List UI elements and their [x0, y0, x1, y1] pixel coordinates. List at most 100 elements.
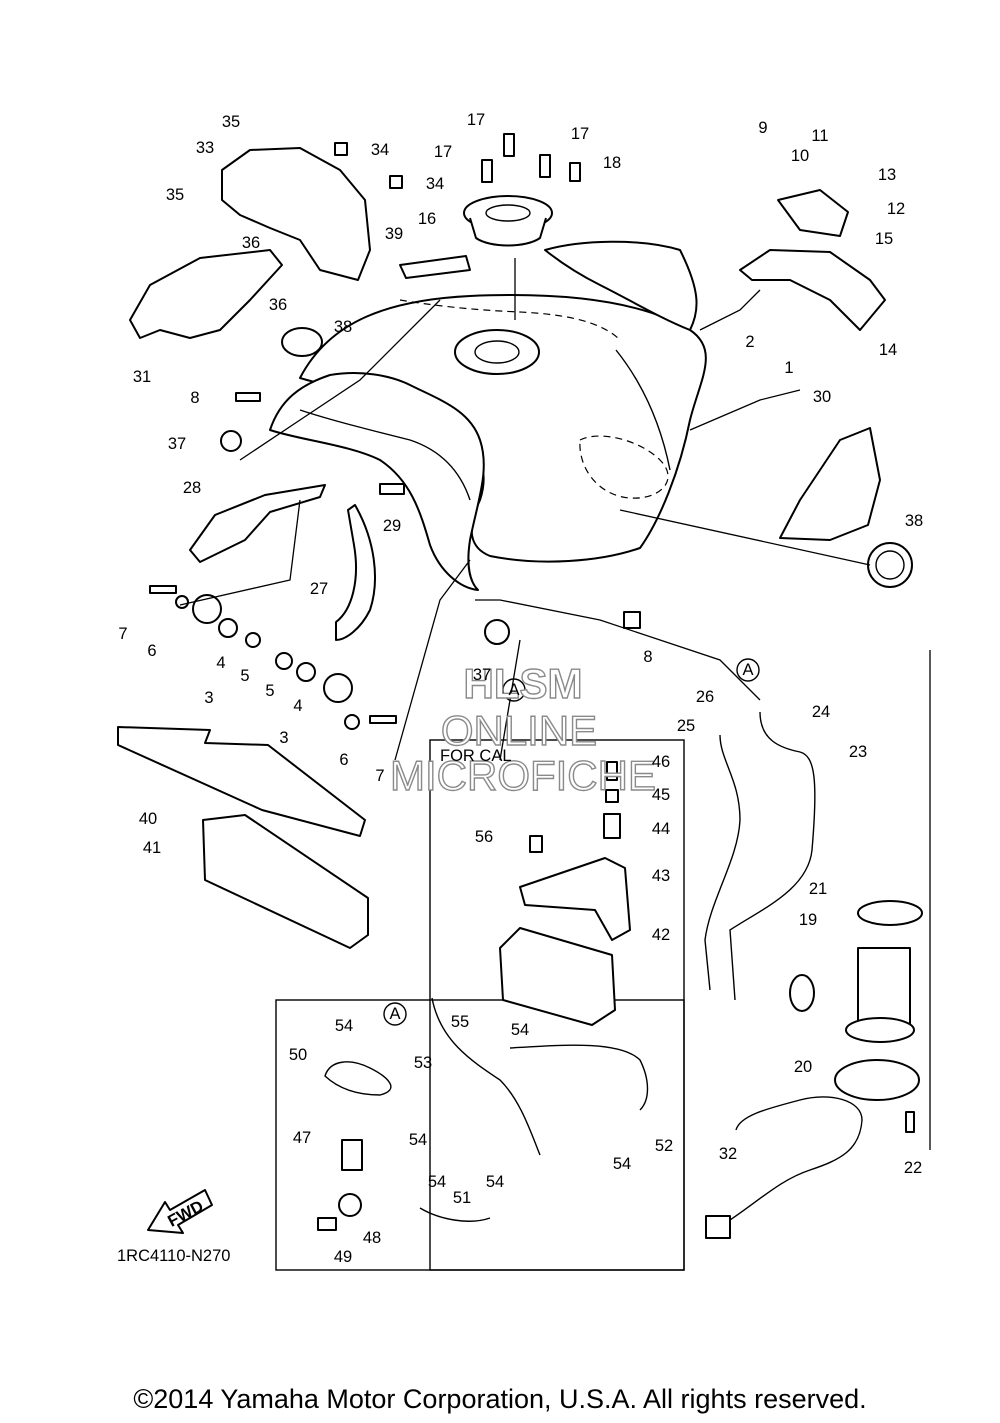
bolt-part	[235, 392, 261, 402]
watermark-line2: ONLINE	[441, 707, 597, 754]
for-cal-inset-frame-lower	[275, 999, 685, 1271]
damper-part	[334, 142, 348, 156]
part-label-17b: 17	[571, 125, 589, 143]
connector-part	[705, 1215, 731, 1239]
watermark: HLSM ONLINE MICROFICHE	[389, 659, 656, 799]
part-label-54d: 54	[613, 1155, 631, 1173]
part-label-40: 40	[139, 810, 157, 828]
part-label-32: 32	[719, 1145, 737, 1163]
leader-lines	[179, 258, 931, 1150]
part-label-29: 29	[383, 517, 401, 535]
diagram-drawing	[117, 133, 931, 1271]
part-label-17a: 17	[467, 111, 485, 129]
part-label-6a: 6	[147, 642, 156, 660]
part-label-5a: 5	[240, 667, 249, 685]
part-label-22: 22	[904, 1159, 922, 1177]
part-label-16: 16	[418, 210, 436, 228]
emblem-part	[281, 327, 323, 357]
hose-part	[431, 997, 541, 1156]
hose-part	[729, 1096, 863, 1221]
fuel-cap-part	[463, 195, 553, 247]
cover-part	[221, 147, 371, 281]
part-label-4a: 4	[216, 654, 225, 672]
damper-assembly-part	[149, 585, 397, 730]
fwd-arrow-icon	[147, 1189, 213, 1234]
grommet-part	[484, 619, 510, 645]
part-label-21: 21	[809, 880, 827, 898]
reference-markers: A A A	[389, 661, 753, 1023]
part-label-15: 15	[875, 230, 893, 248]
part-label-37b: 37	[473, 666, 491, 684]
part-label-23: 23	[849, 743, 867, 761]
pad-part	[202, 814, 369, 949]
part-label-4b: 4	[293, 697, 302, 715]
part-label-45: 45	[652, 786, 670, 804]
part-label-34b: 34	[426, 175, 444, 193]
for-cal-label: FOR CAL	[440, 747, 512, 765]
fuel-pump-part	[789, 900, 923, 1133]
cap-bolts-part	[481, 133, 581, 183]
grommet-part	[220, 430, 242, 452]
grommet-part	[379, 483, 405, 495]
watermark-line3: MICROFICHE	[390, 752, 656, 799]
valve-part	[341, 1139, 363, 1171]
part-label-41: 41	[143, 839, 161, 857]
part-label-18: 18	[603, 154, 621, 172]
emblem-part	[867, 542, 913, 588]
part-label-55: 55	[451, 1013, 469, 1031]
part-label-43: 43	[652, 867, 670, 885]
part-label-36b: 36	[269, 296, 287, 314]
bolt-part	[317, 1217, 337, 1231]
part-label-54c: 54	[409, 1131, 427, 1149]
part-label-10: 10	[791, 147, 809, 165]
pad-part	[117, 726, 366, 837]
part-label-36a: 36	[242, 234, 260, 252]
hose-part	[704, 734, 741, 991]
part-label-34a: 34	[371, 141, 389, 159]
part-label-38a: 38	[334, 318, 352, 336]
part-label-8a: 8	[190, 389, 199, 407]
part-label-35b: 35	[166, 186, 184, 204]
fuel-tank-part	[269, 294, 707, 591]
pad-part	[399, 255, 471, 279]
marker-label-a1: A	[742, 661, 753, 679]
part-label-56: 56	[475, 828, 493, 846]
part-label-8b: 8	[643, 648, 652, 666]
part-label-35a: 35	[222, 113, 240, 131]
part-label-44: 44	[652, 820, 670, 838]
part-label-52: 52	[655, 1137, 673, 1155]
clamp-part	[338, 1193, 362, 1217]
part-label-54f: 54	[486, 1173, 504, 1191]
bracket-part	[739, 249, 886, 331]
part-label-11: 11	[811, 127, 828, 145]
part-label-27: 27	[310, 580, 328, 598]
part-label-54a: 54	[335, 1017, 353, 1035]
part-label-9: 9	[758, 119, 767, 137]
part-label-19: 19	[799, 911, 817, 929]
part-label-3b: 3	[279, 729, 288, 747]
part-label-1: 1	[784, 359, 793, 377]
part-label-30: 30	[813, 388, 831, 406]
drawing-code: 1RC4110-N270	[117, 1247, 230, 1265]
canister-part	[499, 761, 631, 1026]
part-label-28: 28	[183, 479, 201, 497]
copyright-notice: ©2014 Yamaha Motor Corporation, U.S.A. A…	[133, 1384, 867, 1414]
marker-label-a2: A	[508, 681, 519, 699]
part-label-46: 46	[652, 753, 670, 771]
part-label-49: 49	[334, 1248, 352, 1266]
part-label-42: 42	[652, 926, 670, 944]
bolt-part	[623, 611, 641, 629]
watermark-line1: HLSM	[464, 660, 583, 707]
damper-part	[389, 175, 403, 189]
part-label-38b: 38	[905, 512, 923, 530]
hose-part	[509, 1044, 649, 1111]
part-label-51: 51	[453, 1189, 471, 1207]
part-label-6b: 6	[339, 751, 348, 769]
part-label-37a: 37	[168, 435, 186, 453]
marker-label-a3: A	[389, 1005, 400, 1023]
part-label-54b: 54	[511, 1021, 529, 1039]
part-label-53: 53	[414, 1054, 432, 1072]
part-label-26: 26	[696, 688, 714, 706]
